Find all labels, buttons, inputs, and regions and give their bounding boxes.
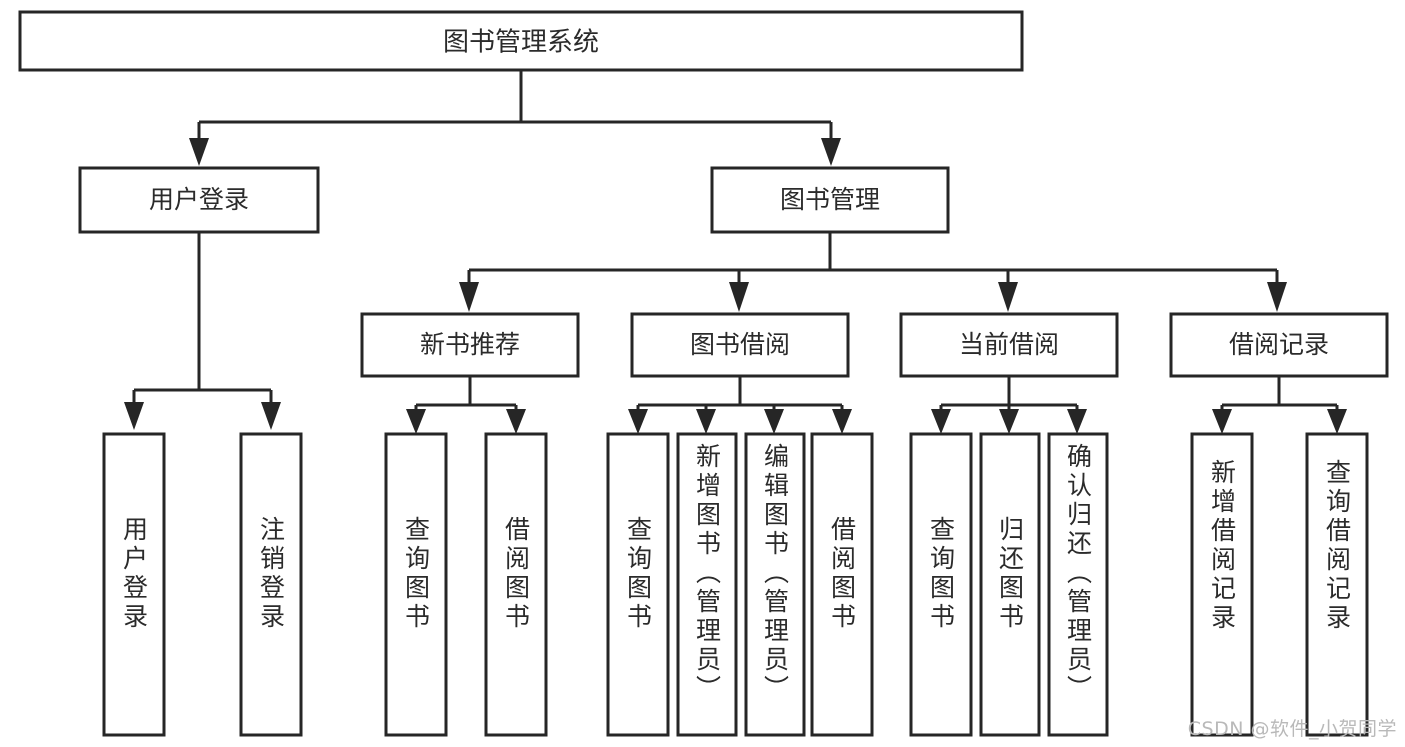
arrow-head-icon <box>998 282 1018 312</box>
leaf-add-borrow-record-box[interactable] <box>1190 432 1254 737</box>
arrow-head-icon <box>406 409 426 434</box>
leaf-add-book-admin-box[interactable] <box>676 432 738 737</box>
leaf-edit-book-admin-box[interactable] <box>744 432 806 737</box>
arrow-head-icon <box>832 409 852 434</box>
arrow-head-icon <box>764 409 784 434</box>
connector-new-book-recommend-to-leaves <box>406 376 526 434</box>
leaf-borrow-book-recommend-box[interactable] <box>484 432 548 737</box>
node-new-book-recommend-box[interactable] <box>360 312 580 378</box>
leaf-add-book-admin-label: 新增图书（管理员） <box>692 443 722 704</box>
leaf-query-book-recommend-label: 查询图书 <box>401 516 431 632</box>
node-book-borrow-box[interactable] <box>630 312 850 378</box>
node-root-box[interactable] <box>18 10 1024 72</box>
arrow-head-icon <box>459 282 479 312</box>
connector-book-borrow-to-leaves <box>628 376 852 434</box>
leaf-query-book-borrow-box[interactable] <box>606 432 670 737</box>
node-borrow-record[interactable]: 借阅记录 <box>1169 312 1389 378</box>
connector-user-login-to-leaves <box>124 232 281 430</box>
node-current-borrow-box[interactable] <box>899 312 1119 378</box>
node-borrow-record-label: 借阅记录 <box>1229 330 1329 359</box>
connector-book-management-to-level3 <box>459 232 1287 312</box>
arrow-head-icon <box>1212 409 1232 434</box>
leaf-query-borrow-record-box[interactable] <box>1305 432 1369 737</box>
node-new-book-recommend-label: 新书推荐 <box>420 330 520 359</box>
leaf-add-borrow-record-label: 新增借阅记录 <box>1207 459 1237 633</box>
connector-borrow-record-to-leaves <box>1212 376 1347 434</box>
node-current-borrow[interactable]: 当前借阅 <box>899 312 1119 378</box>
watermark-text: CSDN @软件_小贺同学 <box>1187 718 1397 740</box>
arrow-head-icon <box>124 402 144 430</box>
node-book-management-label: 图书管理 <box>780 185 880 214</box>
leaf-borrow-book-recommend-label: 借阅图书 <box>501 516 531 632</box>
leaf-user-login-label: 用户登录 <box>119 516 149 632</box>
leaf-query-book-current-label: 查询图书 <box>926 516 956 632</box>
leaf-query-book-recommend-box[interactable] <box>384 432 448 737</box>
leaf-logout-box[interactable] <box>239 432 303 737</box>
leaf-query-borrow-record-label: 查询借阅记录 <box>1322 459 1352 633</box>
leaf-confirm-return-admin-label: 确认归还（管理员） <box>1063 443 1093 704</box>
arrow-head-icon <box>931 409 951 434</box>
leaf-borrow-book-box[interactable] <box>810 432 874 737</box>
arrow-head-icon <box>999 409 1019 434</box>
node-book-borrow-label: 图书借阅 <box>690 330 790 359</box>
arrow-head-icon <box>628 409 648 434</box>
arrow-head-icon <box>696 409 716 434</box>
node-new-book-recommend[interactable]: 新书推荐 <box>360 312 580 378</box>
leaf-confirm-return-admin-box[interactable] <box>1047 432 1109 737</box>
leaf-borrow-book-label: 借阅图书 <box>827 516 857 632</box>
node-root[interactable]: 图书管理系统 <box>18 10 1024 72</box>
node-user-login[interactable]: 用户登录 <box>78 166 320 234</box>
leaf-logout-label: 注销登录 <box>256 516 286 632</box>
leaf-query-book-borrow-label: 查询图书 <box>623 516 653 632</box>
arrow-head-icon <box>1327 409 1347 434</box>
leaf-user-login-box[interactable] <box>102 432 166 737</box>
arrow-head-icon <box>729 282 749 312</box>
leaf-return-book-box[interactable] <box>979 432 1041 737</box>
node-book-management[interactable]: 图书管理 <box>710 166 950 234</box>
node-current-borrow-label: 当前借阅 <box>959 330 1059 359</box>
leaf-query-book-current-box[interactable] <box>909 432 973 737</box>
arrow-head-icon <box>189 138 209 166</box>
leaf-return-book-label: 归还图书 <box>995 516 1025 632</box>
arrow-head-icon <box>1267 282 1287 312</box>
arrow-head-icon <box>1067 409 1087 434</box>
leaf-edit-book-admin-label: 编辑图书（管理员） <box>760 443 790 704</box>
node-root-label: 图书管理系统 <box>443 28 599 58</box>
node-book-borrow[interactable]: 图书借阅 <box>630 312 850 378</box>
connector-root-to-level2 <box>189 70 841 166</box>
arrow-head-icon <box>261 402 281 430</box>
arrow-head-icon <box>821 138 841 166</box>
connector-current-borrow-to-leaves <box>931 376 1087 434</box>
arrow-head-icon <box>506 409 526 434</box>
node-user-login-label: 用户登录 <box>149 185 249 214</box>
